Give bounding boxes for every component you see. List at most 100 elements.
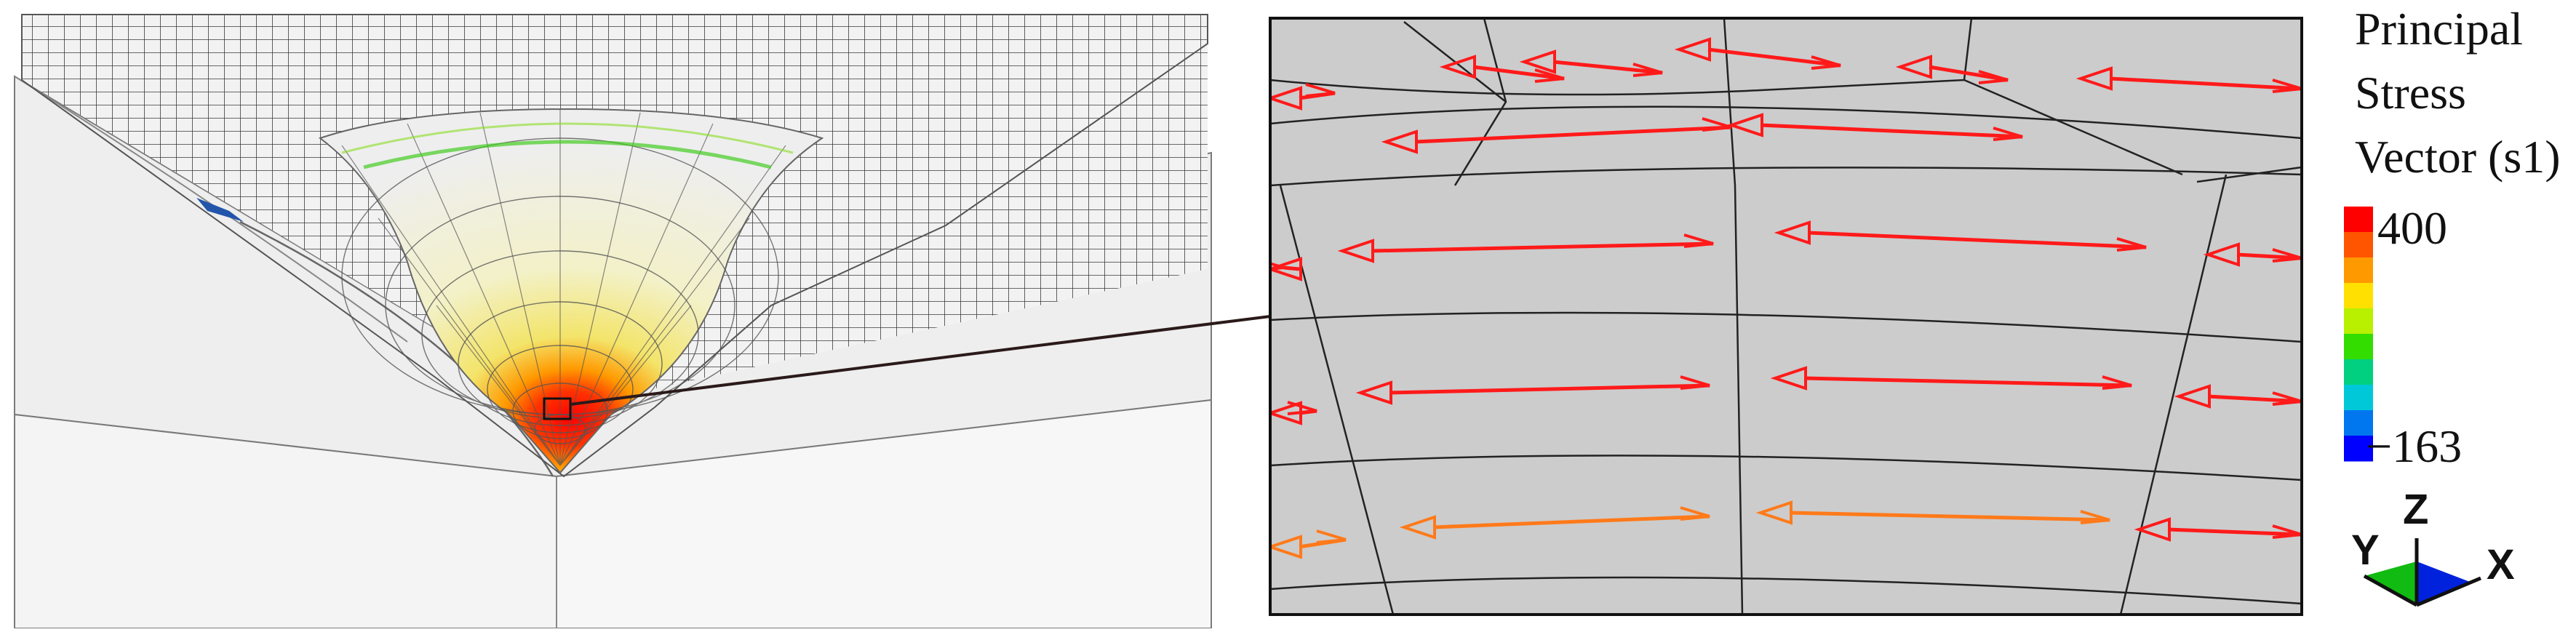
- legend-color-step: [2344, 359, 2373, 385]
- stress-vector-shaft: [1414, 125, 1732, 144]
- inset-mesh: [1270, 18, 2302, 615]
- stress-vector-head: [1895, 55, 1932, 79]
- cup-mesh-radials: [341, 109, 786, 466]
- stress-vector-shaft: [1789, 511, 2110, 522]
- drawn-cup: [318, 108, 824, 474]
- stress-vector-tail: [1978, 70, 2009, 84]
- stress-vector-shaft: [1760, 123, 2023, 139]
- stress-vector: [1439, 55, 1565, 83]
- stress-vector-head: [1270, 86, 1302, 111]
- stress-vector-tail: [1683, 233, 1714, 248]
- legend-color-step: [2344, 410, 2373, 436]
- stress-vector-head: [2203, 242, 2240, 267]
- stress-vector: [1770, 366, 2132, 391]
- legend-color-step: [2344, 207, 2373, 233]
- stress-vector-tail: [1680, 375, 1710, 390]
- triad-y-label: Y: [2351, 527, 2380, 574]
- zoom-leader-line: [570, 315, 1271, 406]
- zoom-region-box: [543, 397, 572, 420]
- stress-vector-shaft: [2236, 252, 2302, 260]
- stress-vector: [1270, 257, 1302, 281]
- stress-vector: [1895, 55, 2009, 84]
- green-band: [363, 140, 772, 169]
- triad-x-face: [2417, 561, 2470, 605]
- legend-color-bar: [2344, 207, 2373, 462]
- stress-vector-shaft: [1552, 60, 1663, 75]
- stress-vector-head: [1770, 366, 1807, 391]
- stress-vector-tail: [1680, 506, 1710, 521]
- stress-vector-tail: [1993, 127, 2023, 141]
- stress-vector-tail: [1316, 529, 1347, 544]
- legend-color-step: [2344, 436, 2373, 462]
- axis-triad: [2363, 538, 2481, 607]
- stress-vector: [1270, 529, 1347, 559]
- stress-vector-shaft: [1929, 65, 2009, 82]
- stress-vector-shaft: [1472, 65, 1565, 81]
- stress-vector-head: [1381, 129, 1418, 154]
- stress-vector-head: [2134, 517, 2171, 542]
- stress-vector-head: [1774, 220, 1811, 245]
- legend-max-label: 400: [2377, 202, 2447, 254]
- stress-vector-shaft: [1803, 376, 2132, 388]
- stress-vector: [1355, 375, 1710, 405]
- legend-color-step: [2344, 232, 2373, 258]
- stress-vector-head: [1399, 515, 1436, 540]
- legend-color-step: [2344, 308, 2373, 335]
- triad-x-label: X: [2487, 541, 2515, 588]
- legend-color-step: [2344, 283, 2373, 309]
- stress-vector: [2134, 517, 2302, 542]
- triad-x-axis: [2416, 576, 2481, 607]
- contact-patch-left: [196, 198, 244, 222]
- stress-vector-tail: [1305, 83, 1336, 97]
- stress-vector-head: [1726, 113, 1763, 137]
- stress-vector-head: [1439, 55, 1476, 79]
- stress-vector-head: [2174, 384, 2211, 409]
- triad-y-face: [2364, 561, 2417, 605]
- stress-vector: [2203, 242, 2302, 267]
- stress-vector-head: [2075, 66, 2113, 91]
- stress-vector-tail: [2272, 391, 2302, 406]
- stress-vector: [1755, 500, 2110, 525]
- stress-vector-head: [1519, 49, 1556, 74]
- triad-y-axis: [2363, 574, 2418, 607]
- stress-vector-tail: [1632, 63, 1663, 77]
- stress-vector: [1726, 113, 2023, 141]
- stress-vector: [1270, 83, 1336, 111]
- stress-vector-tail: [2272, 524, 2302, 539]
- stress-vector-head: [1674, 37, 1711, 62]
- stress-vector: [1270, 401, 1317, 425]
- stress-vector-head: [1355, 380, 1392, 405]
- legend-color-step: [2344, 385, 2373, 411]
- stress-vector-shaft: [1707, 47, 1841, 68]
- stress-vector-head: [1270, 257, 1302, 281]
- stress-vector-shaft: [2167, 527, 2302, 537]
- legend-color-step: [2344, 257, 2373, 284]
- stress-vector: [1519, 49, 1663, 77]
- legend-title-line-2: Stress: [2355, 67, 2466, 119]
- stress-vector-tail: [1702, 117, 1732, 132]
- stress-vector-shaft: [1807, 231, 2147, 249]
- legend-min-label: −163: [2366, 420, 2463, 472]
- stress-vector-tail: [2116, 237, 2147, 252]
- stress-vector: [2174, 384, 2302, 409]
- stress-vector-tail: [2102, 375, 2132, 390]
- legend-title-line-3: Vector (s1): [2355, 131, 2561, 183]
- stress-vector-shaft: [2207, 394, 2302, 404]
- stress-vector-tail: [2272, 79, 2302, 93]
- inset-frame: [1269, 17, 2303, 616]
- fe-model-view: [14, 14, 1212, 629]
- stress-vector-tail: [1811, 55, 1841, 70]
- stress-vector: [1381, 117, 1732, 154]
- stress-vector-shaft: [1371, 241, 1714, 253]
- stress-vector-tail: [1287, 401, 1317, 415]
- stress-vector-head: [1755, 500, 1793, 525]
- stress-vector-shaft: [2109, 76, 2302, 91]
- sheet-flange-outline: [21, 14, 1208, 478]
- legend-title-line-1: Principal: [2355, 3, 2524, 55]
- stress-vector: [1399, 506, 1710, 540]
- stress-vectors: [1270, 37, 2302, 559]
- stress-vector-shaft: [1432, 514, 1710, 529]
- green-band-2: [341, 122, 794, 154]
